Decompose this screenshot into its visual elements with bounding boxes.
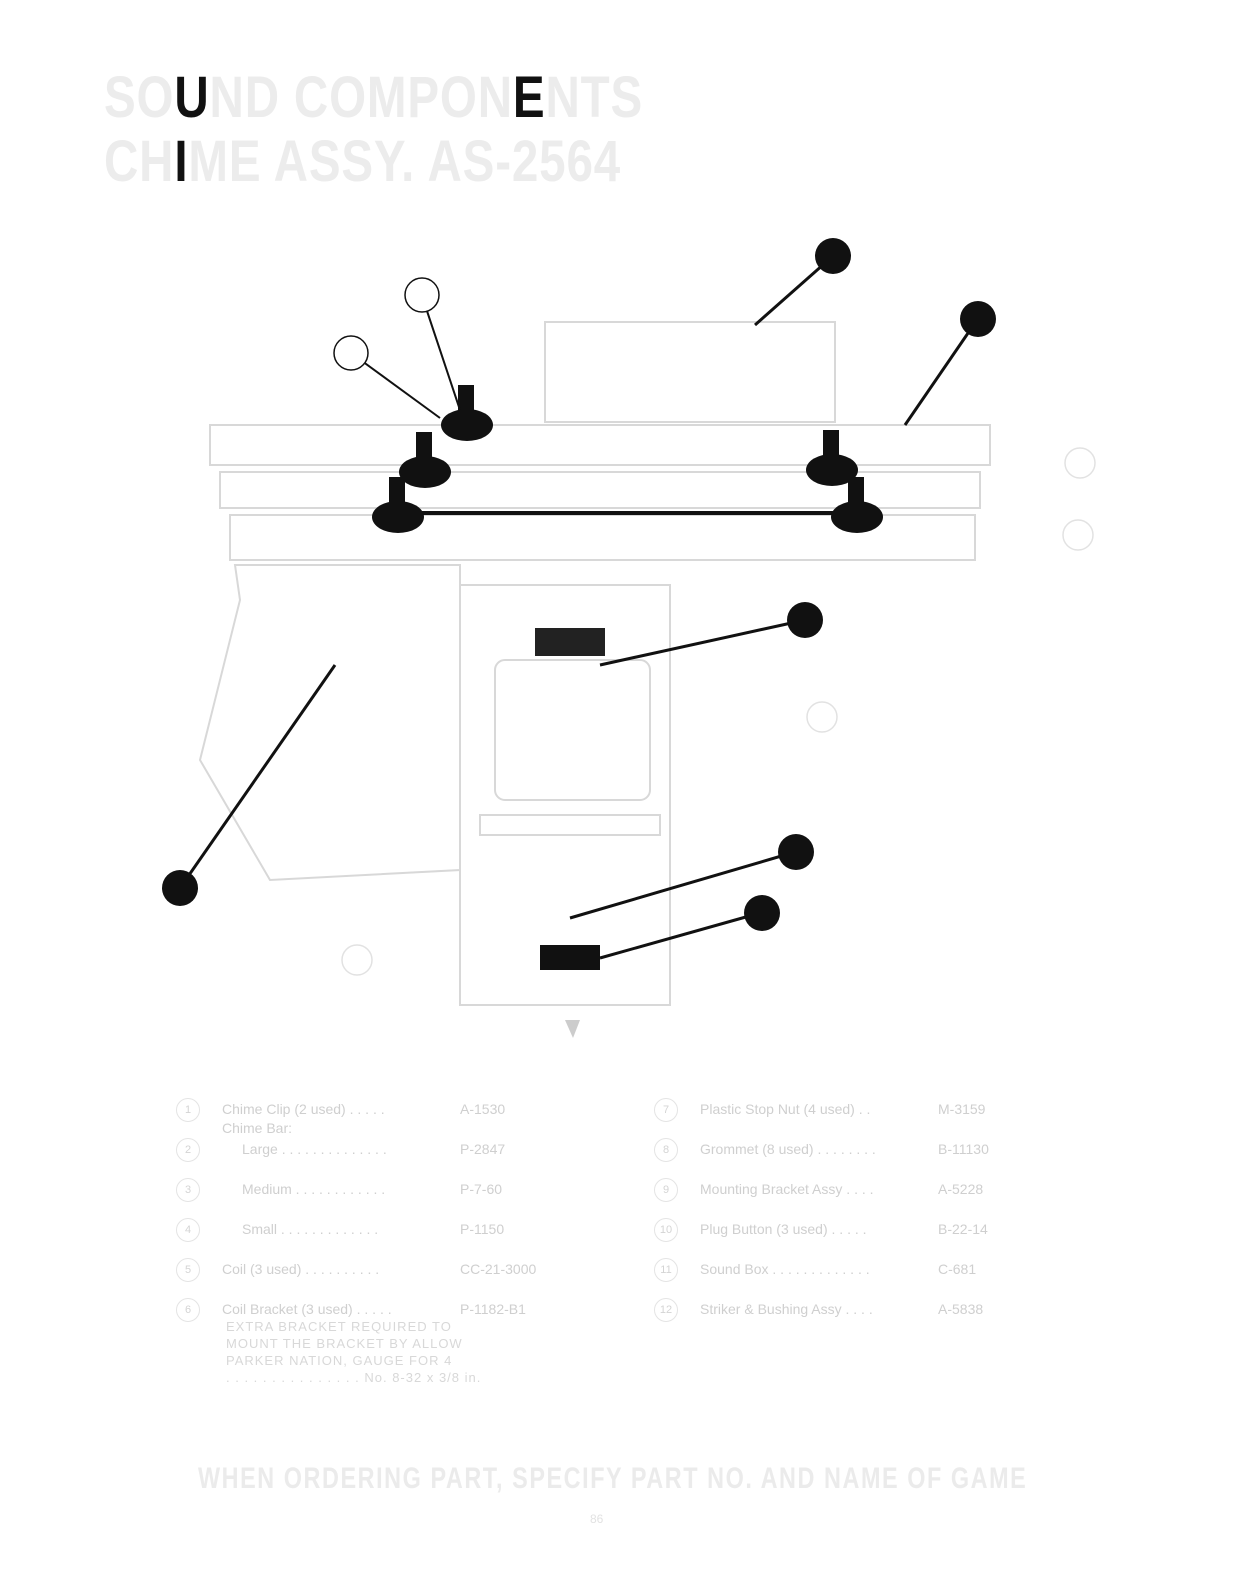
callout-markers [162, 238, 996, 931]
text: PARKER NATION, GAUGE FOR 4 [226, 1353, 453, 1368]
text: Medium . . . . . . . . . . . . [242, 1181, 386, 1197]
callout-2 [404, 277, 440, 313]
text: CC-21-3000 [460, 1261, 537, 1277]
text: Coil Bracket (3 used) . . . . . [222, 1301, 392, 1317]
text: MOUNT THE BRACKET BY ALLOW [226, 1336, 463, 1351]
text: 1 [176, 1098, 200, 1122]
part-item: 10 Plug Button (3 used) . . . . . B-22-14 [654, 1218, 1054, 1258]
bracket-note: EXTRA BRACKET REQUIRED TO MOUNT THE BRACK… [226, 1318, 481, 1386]
title-line-1: SOUND COMPONENTS [104, 65, 644, 130]
callout-5 [806, 701, 838, 733]
coil [494, 659, 651, 801]
callout-6 [341, 944, 373, 976]
text: Mounting Bracket Assy . . . . [700, 1181, 874, 1197]
text: Large . . . . . . . . . . . . . . [242, 1141, 387, 1157]
callout-3 [1064, 447, 1096, 479]
text: P-1182-B1 [460, 1301, 526, 1317]
parts-list-left: 1 Chime Clip (2 used) . . . . . A-1530 Chi… [176, 1098, 576, 1338]
text: P-1150 [460, 1221, 505, 1237]
text: 10 [654, 1218, 678, 1242]
text: . . . . . . . . . . . . . . . No. 8-32 x… [226, 1370, 482, 1385]
part-item: 11 Sound Box . . . . . . . . . . . . . C-6… [654, 1258, 1054, 1298]
callout-8 [787, 602, 823, 638]
text: 11 [654, 1258, 678, 1282]
text: 9 [654, 1178, 678, 1202]
callout-7 [744, 895, 780, 931]
part-item: 5 Coil (3 used) . . . . . . . . . . CC-21-… [176, 1258, 576, 1298]
part-item: 9 Mounting Bracket Assy . . . . A-5228 [654, 1178, 1054, 1218]
callout-10 [162, 870, 198, 906]
text: A-5228 [938, 1181, 984, 1197]
coil-bracket [459, 584, 671, 1006]
text: 5 [176, 1258, 200, 1282]
text: C-681 [938, 1261, 977, 1277]
text: B-22-14 [938, 1221, 988, 1237]
text: 4 [176, 1218, 200, 1242]
text: Sound Box . . . . . . . . . . . . . [700, 1261, 870, 1277]
text: 12 [654, 1298, 678, 1322]
text: Plug Button (3 used) . . . . . [700, 1221, 867, 1237]
text: 8 [654, 1138, 678, 1162]
text: A-5838 [938, 1301, 984, 1317]
text: Chime Bar: [222, 1120, 293, 1136]
chime-assembly-diagram [162, 238, 1096, 1038]
text: EXTRA BRACKET REQUIRED TO [226, 1319, 452, 1334]
mounting-bracket [198, 564, 461, 882]
text: M-3159 [938, 1101, 986, 1117]
sound-box-back [544, 321, 836, 423]
title-line-2: CHIME ASSY. AS-2564 [104, 129, 621, 194]
text: Plastic Stop Nut (4 used) . . [700, 1101, 871, 1117]
callout-1 [333, 335, 369, 371]
text: 6 [176, 1298, 200, 1322]
text: 7 [654, 1098, 678, 1122]
part-item: 7 Plastic Stop Nut (4 used) . . M-3159 [654, 1098, 1054, 1138]
text: Striker & Bushing Assy . . . . [700, 1301, 873, 1317]
page-number: 86 [590, 1512, 604, 1526]
part-item: Chime Bar: 2 Large . . . . . . . . . . . .… [176, 1120, 576, 1178]
text: Small . . . . . . . . . . . . . [242, 1221, 379, 1237]
part-item: 1 Chime Clip (2 used) . . . . . A-1530 [176, 1098, 576, 1138]
text: 3 [176, 1178, 200, 1202]
part-item: 6 Coil Bracket (3 used) . . . . . P-1182-B… [176, 1298, 576, 1338]
text: 2 [176, 1138, 200, 1162]
callout-4 [1062, 519, 1094, 551]
chime-bar-large [209, 424, 991, 466]
text: Chime Clip (2 used) . . . . . [222, 1101, 385, 1117]
part-item: 3 Medium . . . . . . . . . . . . P-7-60 [176, 1178, 576, 1218]
text: Coil (3 used) . . . . . . . . . . [222, 1261, 380, 1277]
text: B-11130 [938, 1141, 989, 1157]
parts-list-right: 7 Plastic Stop Nut (4 used) . . M-3159 8 Gr… [654, 1098, 1054, 1338]
text: Grommet (8 used) . . . . . . . . [700, 1141, 876, 1157]
grommets [372, 385, 883, 533]
part-item: 4 Small . . . . . . . . . . . . . P-1150 [176, 1218, 576, 1258]
ordering-footer: WHEN ORDERING PART, SPECIFY PART NO. AND… [198, 1462, 1028, 1495]
text: A-1530 [460, 1101, 506, 1117]
text: P-2847 [460, 1141, 506, 1157]
text: P-7-60 [460, 1181, 503, 1197]
part-item: 12 Striker & Bushing Assy . . . . A-5838 [654, 1298, 1054, 1338]
part-item: 8 Grommet (8 used) . . . . . . . . B-11130 [654, 1138, 1054, 1178]
callout-11 [960, 301, 996, 337]
callout-12 [778, 834, 814, 870]
callout-9 [815, 238, 851, 274]
chime-bar-medium [219, 471, 981, 509]
